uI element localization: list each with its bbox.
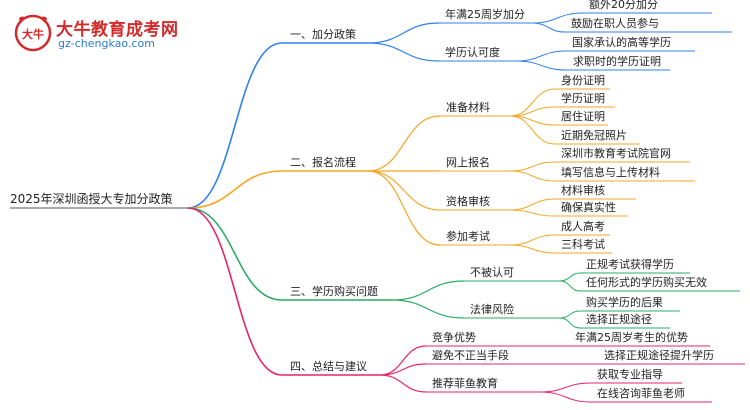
site-logo: 大牛 大牛教育成考网 gz-chengkao.com <box>14 14 214 54</box>
leaf-label: 任何形式的学历购买无效 <box>586 275 707 289</box>
branch-connector <box>187 207 283 301</box>
ox-logo-icon: 大牛 <box>14 14 52 52</box>
site-domain: gz-chengkao.com <box>58 37 155 50</box>
child-connector <box>367 22 440 44</box>
leaf-connector <box>539 391 592 403</box>
leaf-label: 成人高考 <box>561 219 605 233</box>
leaf-connector <box>531 12 584 24</box>
branch-connector <box>187 42 283 209</box>
child-label: 准备材料 <box>446 100 490 114</box>
leaf-label: 近期免冠照片 <box>561 128 627 142</box>
child-connector <box>367 115 441 172</box>
child-label: 资格审核 <box>446 194 490 208</box>
leaf-label: 年满25周岁考生的优势 <box>575 330 688 344</box>
leaf-connector <box>515 50 567 62</box>
child-label: 法律风险 <box>470 302 514 316</box>
child-connector <box>379 363 427 376</box>
child-connector <box>379 374 427 393</box>
child-label: 不被认可 <box>470 266 514 279</box>
leaf-label: 材料审核 <box>561 183 605 197</box>
root-node-label: 2025年深圳函授大专加分政策 <box>10 191 173 206</box>
child-connector <box>367 170 441 211</box>
branch-label: 三、学历购买问题 <box>290 284 378 298</box>
leaf-connector <box>559 310 581 319</box>
child-connector <box>379 345 427 376</box>
leaf-connector <box>509 170 556 182</box>
child-label: 网上报名 <box>446 155 490 169</box>
leaf-connector <box>509 209 556 217</box>
leaf-label: 在线咨询菲鱼老师 <box>597 386 685 400</box>
leaf-connector <box>531 22 566 33</box>
child-connector <box>367 170 441 246</box>
child-connector <box>367 42 440 62</box>
leaf-label: 填写信息与上传材料 <box>561 165 660 179</box>
leaf-connector <box>509 198 556 211</box>
leaf-connector <box>515 60 568 71</box>
leaf-label: 国家承认的高等学历 <box>572 35 671 49</box>
child-label: 学历认可度 <box>445 45 500 59</box>
child-connector <box>391 299 465 319</box>
leaf-label: 选择正规途径提升学历 <box>604 348 714 362</box>
child-label: 参加考试 <box>446 229 490 243</box>
leaf-label: 居住证明 <box>561 109 605 123</box>
branch-label: 二、报名流程 <box>290 155 356 169</box>
leaf-label: 求职时的学历证明 <box>573 54 661 68</box>
branch-connector <box>187 170 283 209</box>
leaf-label: 身份证明 <box>561 73 605 87</box>
leaf-label: 选择正规途径 <box>586 312 652 326</box>
child-label: 年满25周岁加分 <box>445 7 525 21</box>
leaf-label: 获取专业指导 <box>597 367 663 381</box>
site-name: 大牛教育成考网 <box>56 20 179 40</box>
leaf-connector <box>509 161 556 172</box>
branch-label: 一、加分政策 <box>290 27 356 41</box>
branch-label: 四、总结与建议 <box>290 359 367 373</box>
branch-connector <box>187 207 283 376</box>
leaf-label: 确保真实性 <box>561 200 616 214</box>
leaf-connector <box>559 280 581 292</box>
leaf-label: 深圳市教育考试院官网 <box>561 146 671 160</box>
leaf-connector <box>509 115 556 145</box>
leaf-label: 购买学历的后果 <box>586 295 663 309</box>
leaf-label: 学历证明 <box>561 91 605 105</box>
leaf-connector <box>509 244 556 254</box>
leaf-connector <box>559 272 581 282</box>
leaf-connector <box>539 382 592 393</box>
leaf-connector <box>559 317 581 329</box>
child-label: 避免不正当手段 <box>432 348 509 362</box>
leaf-label: 三科考试 <box>561 237 605 251</box>
leaf-label: 额外20分加分 <box>589 0 658 11</box>
leaf-connector <box>509 234 556 246</box>
leaf-label: 鼓励在职人员参与 <box>571 16 659 30</box>
child-connector <box>391 280 465 301</box>
child-label: 推荐菲鱼教育 <box>432 376 498 390</box>
logo-glyph: 大牛 <box>22 27 44 41</box>
child-label: 竞争优势 <box>432 330 476 344</box>
leaf-label: 正规考试获得学历 <box>586 257 674 271</box>
